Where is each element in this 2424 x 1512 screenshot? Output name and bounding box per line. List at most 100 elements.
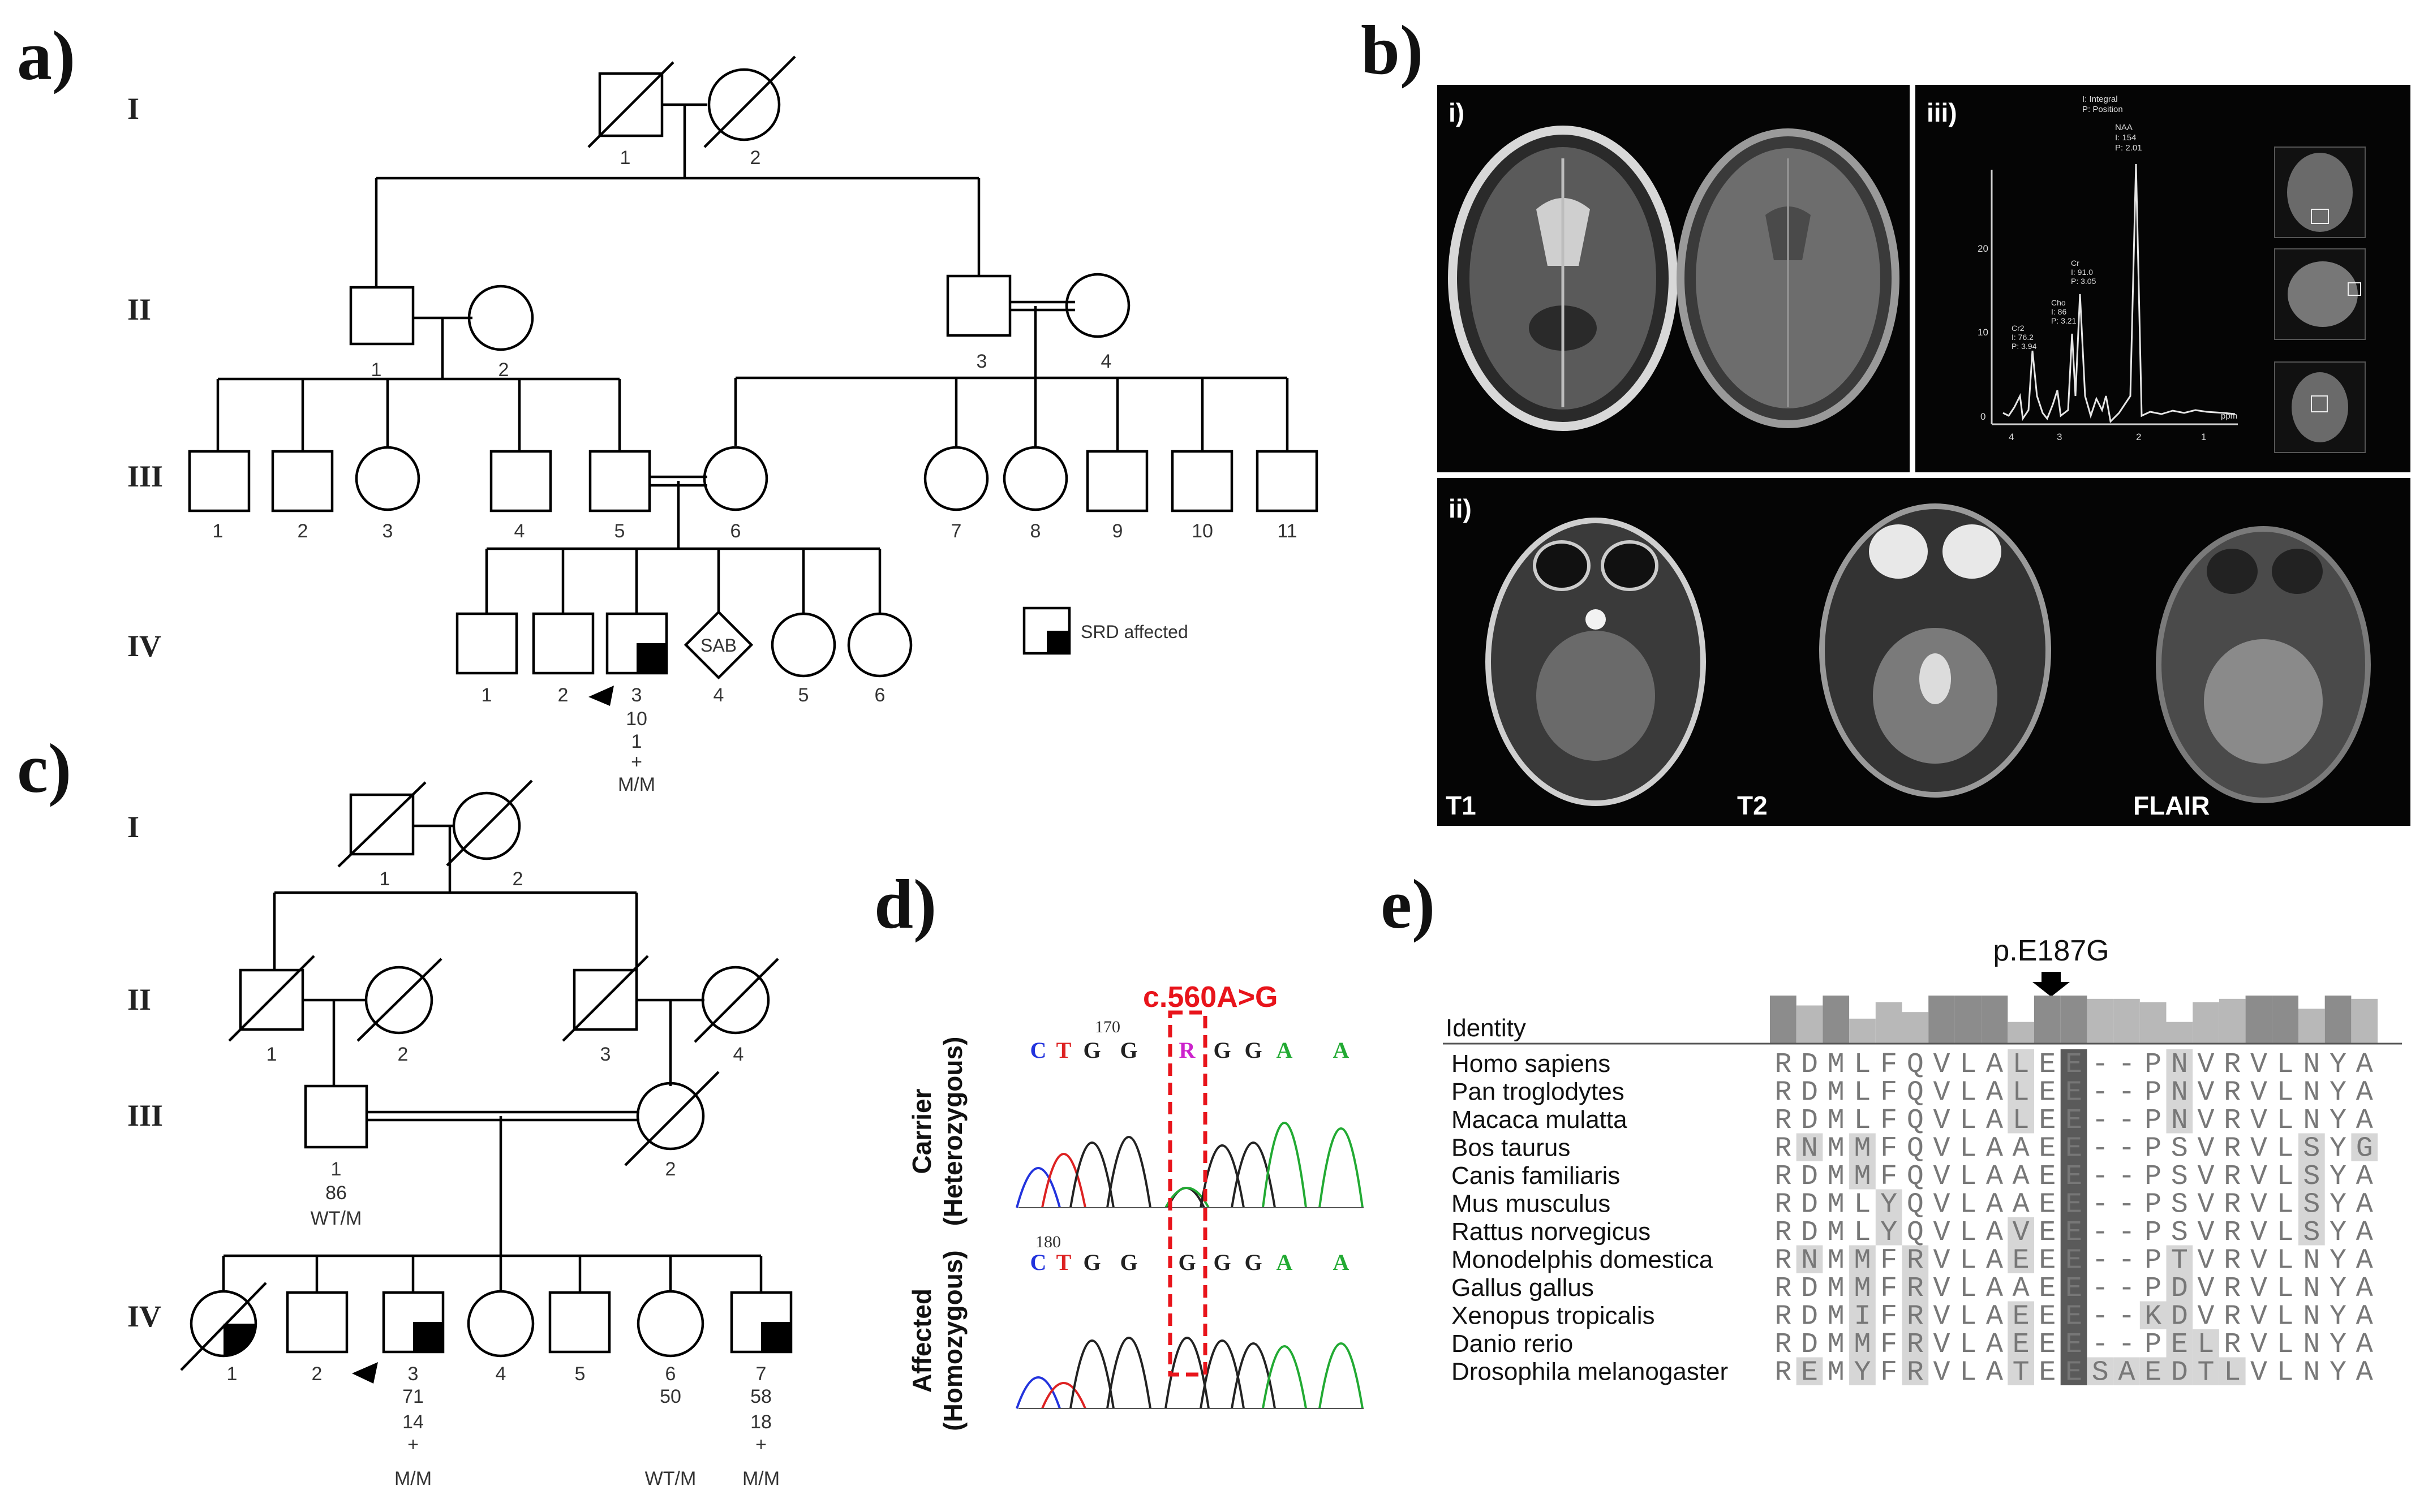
trace-peak (1069, 1141, 1115, 1208)
residue: V (2250, 1077, 2267, 1109)
residue: V (1933, 1077, 1950, 1109)
base-call: G (1120, 1037, 1137, 1063)
residue: M (1854, 1245, 1871, 1277)
residue: E (2171, 1329, 2188, 1361)
residue: - (2092, 1049, 2109, 1081)
trace-peak (1069, 1339, 1115, 1409)
member-number: 7 (951, 520, 962, 542)
legend-label: SRD affected (1081, 622, 1188, 642)
identity-bar (2008, 1022, 2034, 1044)
base-call: R (1179, 1037, 1196, 1063)
residue: V (1933, 1245, 1950, 1277)
peak-label: I: 91.0 (2071, 268, 2093, 277)
residue: V (2198, 1273, 2215, 1305)
member-info: 50 (660, 1386, 681, 1407)
residue: M (1828, 1105, 1845, 1137)
residue: M (1828, 1049, 1845, 1081)
mismatch-cell (2008, 1105, 2034, 1134)
residue: D (1801, 1301, 1818, 1333)
mismatch-cell (2166, 1049, 2193, 1078)
residue: V (2250, 1329, 2267, 1361)
residue: M (1828, 1273, 1845, 1305)
residue: V (1933, 1133, 1950, 1165)
base-call: G (1178, 1250, 1196, 1275)
variant-column-cell (2060, 1301, 2087, 1329)
residue: Q (1907, 1189, 1924, 1221)
residue: F (1880, 1077, 1897, 1109)
residue: - (2118, 1329, 2135, 1361)
member-number: 4 (714, 684, 724, 706)
residue: L (1959, 1329, 1976, 1361)
spec-xtick: 1 (2201, 432, 2206, 442)
residue: V (2250, 1189, 2267, 1221)
residue: A (2013, 1133, 2030, 1165)
residue: R (1907, 1273, 1924, 1305)
member-info: + (407, 1434, 419, 1455)
mismatch-cell (2166, 1077, 2193, 1105)
trace-peak (1106, 1136, 1151, 1208)
carrier-label: Carrier (907, 1088, 936, 1174)
residue: Y (2330, 1329, 2346, 1361)
residue: Q (1907, 1217, 1924, 1249)
residue: A (2356, 1329, 2373, 1361)
residue: V (1933, 1049, 1950, 1081)
residue: E (2039, 1357, 2056, 1389)
residue: L (2013, 1077, 2030, 1109)
base-call: C (1030, 1250, 1047, 1275)
member-number: 1 (213, 520, 224, 542)
panel-d-label: d) (874, 865, 936, 943)
residue: V (2250, 1049, 2267, 1081)
panel-a-label: a) (17, 17, 75, 94)
residue: E (2039, 1161, 2056, 1193)
residue: V (2250, 1161, 2267, 1193)
identity-label: Identity (1446, 1014, 1526, 1042)
base-call: T (1056, 1250, 1072, 1275)
residue: F (1880, 1161, 1897, 1193)
residue: R (2224, 1273, 2241, 1305)
proband-arrow (352, 1362, 378, 1384)
mri-sub-label: ii) (1449, 494, 1472, 523)
proband-info: 1 (631, 731, 642, 752)
residue: L (2277, 1189, 2294, 1221)
identity-bar (1981, 996, 2008, 1044)
proband-arrow (588, 686, 614, 706)
residue: R (1774, 1273, 1791, 1305)
residue: A (2013, 1273, 2030, 1305)
member-info: WT/M (311, 1208, 362, 1229)
residue: E (2065, 1273, 2082, 1305)
identity-bar (2060, 996, 2087, 1044)
member-number: 1 (331, 1158, 342, 1180)
residue: N (2171, 1077, 2188, 1109)
residue: - (2118, 1301, 2135, 1333)
residue: F (1880, 1329, 1897, 1361)
female (923, 446, 989, 511)
residue: E (2039, 1189, 2056, 1221)
residue: R (2224, 1077, 2241, 1109)
residue: L (2277, 1049, 2294, 1081)
trace-peak (1041, 1382, 1086, 1409)
member-number: 10 (1192, 520, 1213, 542)
residue: - (2092, 1077, 2109, 1109)
residue: M (1828, 1217, 1845, 1249)
residue: F (1880, 1301, 1897, 1333)
member-number: 4 (514, 520, 525, 542)
residue: A (1986, 1217, 2003, 1249)
residue: F (1880, 1049, 1897, 1081)
residue: E (2039, 1329, 2056, 1361)
residue: V (2198, 1133, 2215, 1165)
spec-xtick: 4 (2009, 432, 2014, 442)
residue: L (1959, 1301, 1976, 1333)
base-call: G (1213, 1250, 1231, 1275)
residue: L (2277, 1357, 2294, 1389)
residue: V (2250, 1105, 2267, 1137)
residue: R (2224, 1049, 2241, 1081)
residue: A (1986, 1273, 2003, 1305)
residue: A (1986, 1077, 2003, 1109)
residue: - (2118, 1189, 2135, 1221)
affected-label: Affected (907, 1289, 936, 1393)
residue: E (2065, 1077, 2082, 1109)
member-info: 14 (402, 1411, 424, 1433)
male (946, 274, 1012, 337)
residue: R (1907, 1301, 1924, 1333)
mismatch-cell (1796, 1357, 1823, 1385)
